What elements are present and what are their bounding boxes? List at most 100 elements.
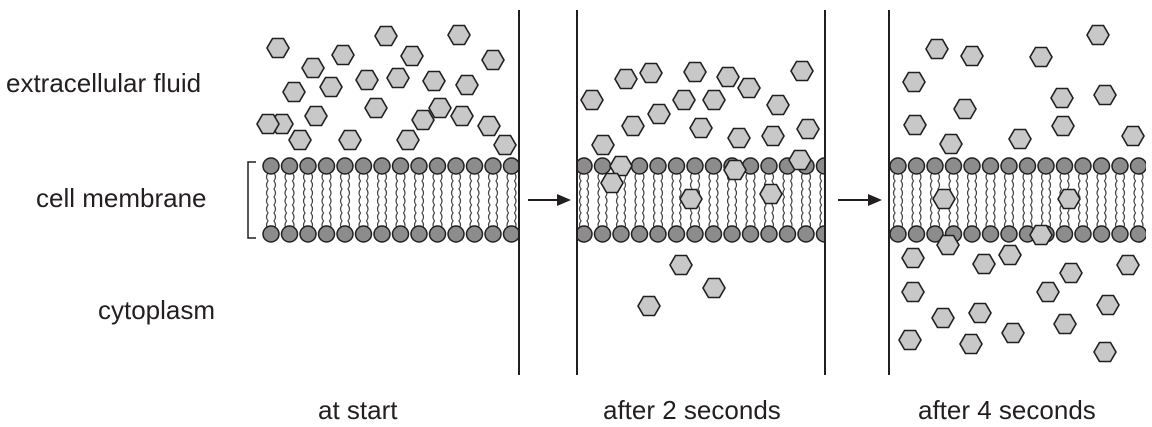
arrow-head: [557, 194, 571, 206]
lipid-head: [760, 225, 778, 243]
molecule: [1029, 46, 1053, 68]
molecule: [637, 295, 661, 317]
molecule: [702, 277, 726, 299]
lipid-head: [354, 225, 373, 243]
arrow-head: [868, 194, 882, 206]
molecule: [723, 159, 747, 181]
molecule: [737, 77, 761, 99]
lipid-tail: [476, 172, 480, 230]
lipid-tail: [291, 172, 295, 230]
lipid-head: [926, 157, 944, 175]
lipid-head: [667, 225, 686, 243]
lipid-head: [391, 157, 410, 175]
molecule: [901, 247, 925, 269]
lipid-tail: [734, 172, 738, 230]
lipid-head: [723, 225, 741, 243]
lipid-head: [502, 225, 518, 243]
lipid-head: [1000, 157, 1018, 175]
lipid-head: [428, 157, 447, 175]
lipid-head: [1129, 157, 1146, 175]
lipid-head: [262, 225, 280, 243]
molecule: [288, 129, 312, 151]
lipid-head: [797, 225, 815, 243]
molecule: [304, 105, 328, 127]
lipid-tail: [918, 172, 922, 230]
lipid-head: [1092, 225, 1111, 243]
lipid-head: [963, 225, 981, 243]
molecule: [1051, 115, 1075, 137]
label-extracellular-fluid: extracellular fluid: [6, 68, 202, 98]
molecule: [301, 57, 325, 79]
lipid-head: [890, 225, 907, 243]
molecule: [319, 76, 343, 98]
lipid-head: [1037, 157, 1055, 175]
molecule: [716, 66, 740, 88]
lipid-tail: [458, 172, 462, 230]
lipid-tail: [421, 172, 425, 230]
lipid-tail: [745, 172, 749, 230]
lipid-head: [686, 157, 704, 175]
molecule: [968, 302, 992, 324]
molecule: [679, 188, 703, 210]
lipid-head: [926, 225, 944, 243]
lipid-tail: [1096, 172, 1100, 230]
molecule: [580, 89, 604, 111]
lipid-head: [428, 225, 447, 243]
lipid-head: [1074, 225, 1092, 243]
molecule: [1059, 262, 1083, 284]
label-cell-membrane: cell membrane: [36, 183, 207, 213]
lipid-head: [981, 225, 1000, 243]
lipid-head: [391, 225, 410, 243]
molecule: [282, 81, 306, 103]
lipid-head: [317, 157, 336, 175]
molecule: [338, 129, 362, 151]
molecule: [901, 281, 925, 303]
lipid-tail: [339, 172, 343, 230]
molecule: [1057, 188, 1081, 210]
lipid-head: [1111, 225, 1129, 243]
lipid-head: [336, 157, 354, 175]
lipid-head: [578, 157, 593, 175]
molecule: [936, 234, 960, 256]
molecule: [1121, 125, 1145, 147]
lipid-head: [262, 157, 280, 175]
lipid-tail: [376, 172, 380, 230]
lipid-head: [760, 157, 778, 175]
molecule: [689, 117, 713, 139]
molecule: [266, 37, 290, 59]
lipid-tail: [1114, 172, 1118, 230]
lipid-tail: [789, 172, 793, 230]
molecule: [450, 105, 474, 127]
label-cytoplasm: cytoplasm: [98, 295, 216, 325]
molecule: [386, 67, 410, 89]
lipid-head: [317, 225, 336, 243]
lipid-tail: [469, 172, 473, 230]
molecule: [256, 113, 280, 135]
lipid-tail: [402, 172, 406, 230]
molecule: [600, 172, 624, 194]
lipid-tail: [911, 172, 915, 230]
molecule: [647, 103, 671, 125]
lipid-head: [447, 157, 465, 175]
molecule: [759, 183, 783, 205]
lipid-tail: [384, 172, 388, 230]
lipid-head: [593, 157, 612, 175]
lipid-head: [630, 225, 649, 243]
lipid-head: [1074, 157, 1092, 175]
molecule: [621, 115, 645, 137]
molecule: [1096, 294, 1120, 316]
lipid-tail: [365, 172, 369, 230]
lipid-tail: [726, 172, 730, 230]
molecule: [972, 253, 996, 275]
lipid-head: [1055, 157, 1074, 175]
lipid-tail: [752, 172, 756, 230]
lipid-tail: [782, 172, 786, 230]
molecule: [400, 45, 424, 67]
lipid-tail: [586, 172, 590, 230]
lipid-head: [630, 157, 649, 175]
caption-at-start: at start: [318, 395, 398, 425]
lipid-tail: [1085, 172, 1089, 230]
lipid-head: [612, 225, 630, 243]
lipid-head: [1055, 225, 1074, 243]
